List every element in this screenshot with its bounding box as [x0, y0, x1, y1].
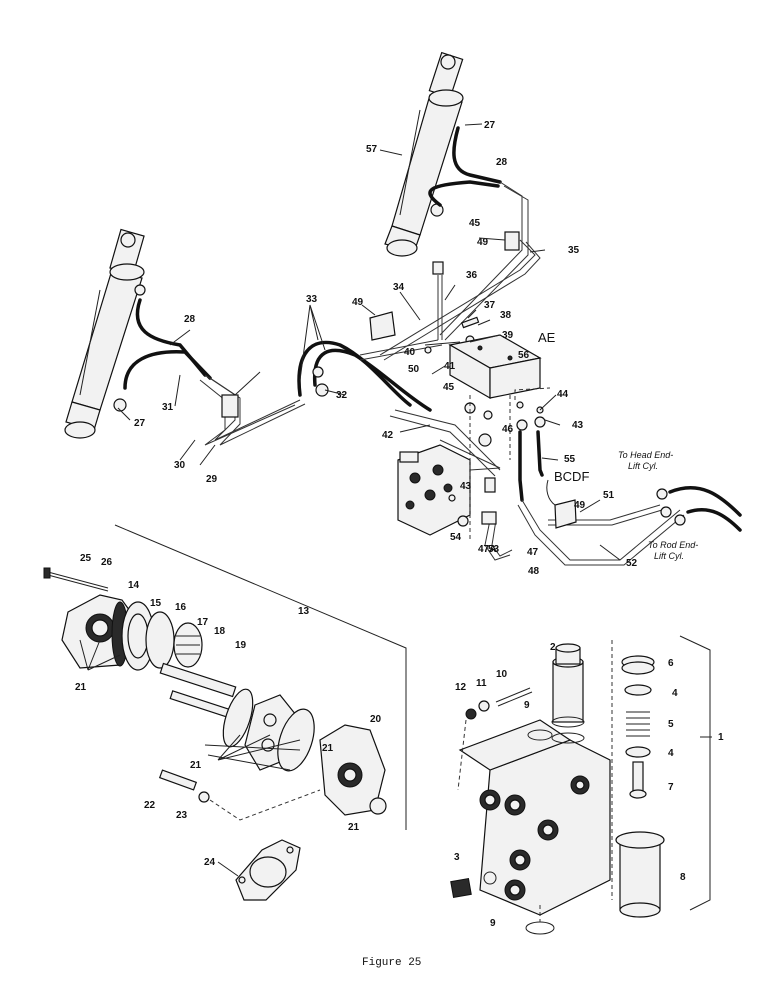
callout-label: 56 [518, 350, 530, 361]
callout-labels: 1 2 3 4 4 5 6 7 8 9 9 10 11 12 13 14 15 … [75, 120, 724, 929]
callout-label: 28 [496, 157, 508, 168]
callout-label: 38 [500, 310, 512, 321]
callout-label: 8 [680, 872, 686, 883]
label-head-end-2: Lift Cyl. [628, 461, 658, 471]
callout-label: 22 [144, 800, 156, 811]
valve-section [450, 635, 711, 935]
callout-label: 28 [184, 314, 196, 325]
callout-label: 21 [322, 743, 334, 754]
leader-lines [79, 123, 712, 877]
callout-label: 44 [557, 389, 569, 400]
callout-label: 21 [190, 760, 202, 771]
callout-label: 3 [454, 852, 460, 863]
label-head-end-1: To Head End- [618, 450, 673, 460]
figure-caption: Figure 25 [362, 957, 421, 969]
callout-label: 43 [460, 481, 472, 492]
callout-label: 31 [162, 402, 174, 413]
callout-label: 34 [393, 282, 405, 293]
callout-label: 9 [524, 700, 530, 711]
callout-label: 43 [572, 420, 584, 431]
callout-label: 57 [366, 144, 378, 155]
label-rod-end-1: To Rod End- [648, 540, 698, 550]
callout-label: 15 [150, 598, 162, 609]
callout-label: 54 [450, 532, 462, 543]
callout-label: 30 [174, 460, 186, 471]
callout-label: 1 [718, 732, 724, 743]
callout-label: 40 [404, 347, 416, 358]
text-annotations: AE BCDF To Head End- Lift Cyl. To Rod En… [538, 330, 698, 561]
callout-label: 48 [528, 566, 540, 577]
callout-label: 11 [476, 678, 487, 689]
label-rod-end-2: Lift Cyl. [654, 551, 684, 561]
callout-label: 49 [352, 297, 364, 308]
callout-label: 26 [101, 557, 113, 568]
callout-label: 46 [502, 424, 514, 435]
callout-label: 29 [206, 474, 218, 485]
callout-label: 49 [574, 500, 586, 511]
callout-label: 50 [408, 364, 420, 375]
callout-label: 7 [668, 782, 674, 793]
control-valve [397, 444, 471, 536]
callout-label: 16 [175, 602, 187, 613]
callout-label: 42 [382, 430, 394, 441]
callout-label: 47 [527, 547, 539, 558]
callout-label: 13 [298, 606, 310, 617]
callout-label: 55 [564, 454, 576, 465]
label-ae: AE [538, 330, 556, 345]
callout-label: 53 [488, 544, 500, 555]
callout-label: 27 [134, 418, 146, 429]
callout-label: 5 [668, 719, 674, 730]
callout-label: 10 [496, 669, 508, 680]
callout-label: 25 [80, 553, 92, 564]
callout-label: 2 [550, 642, 556, 653]
callout-label: 33 [306, 294, 318, 305]
callout-label: 14 [128, 580, 140, 591]
callout-label: 35 [568, 245, 580, 256]
callout-label: 45 [469, 218, 481, 229]
callout-label: 6 [668, 658, 674, 669]
callout-label: 41 [444, 361, 456, 372]
callout-label: 32 [336, 390, 348, 401]
callout-label: 9 [490, 918, 496, 929]
callout-label: 4 [672, 688, 678, 699]
right-lift-cylinder [384, 51, 464, 257]
callout-label: 21 [348, 822, 360, 833]
callout-label: 51 [603, 490, 615, 501]
callout-label: 23 [176, 810, 188, 821]
callout-label: 19 [235, 640, 247, 651]
callout-label: 39 [502, 330, 514, 341]
valve-block [448, 334, 542, 400]
callout-label: 36 [466, 270, 478, 281]
callout-label: 20 [370, 714, 382, 725]
callout-label: 4 [668, 748, 674, 759]
label-bcdf: BCDF [554, 469, 589, 484]
callout-label: 27 [484, 120, 496, 131]
callout-label: 18 [214, 626, 226, 637]
left-lift-cylinder [64, 228, 146, 439]
callout-label: 17 [197, 617, 209, 628]
callout-label: 45 [443, 382, 455, 393]
pump-assembly [43, 524, 407, 901]
upper-hydraulic-assembly [64, 51, 742, 566]
callout-label: 37 [484, 300, 496, 311]
callout-label: 21 [75, 682, 87, 693]
callout-label: 49 [477, 237, 489, 248]
callout-label: 47A [478, 544, 496, 555]
callout-label: 52 [626, 558, 638, 569]
callout-label: 12 [455, 682, 467, 693]
callout-label: 24 [204, 857, 216, 868]
